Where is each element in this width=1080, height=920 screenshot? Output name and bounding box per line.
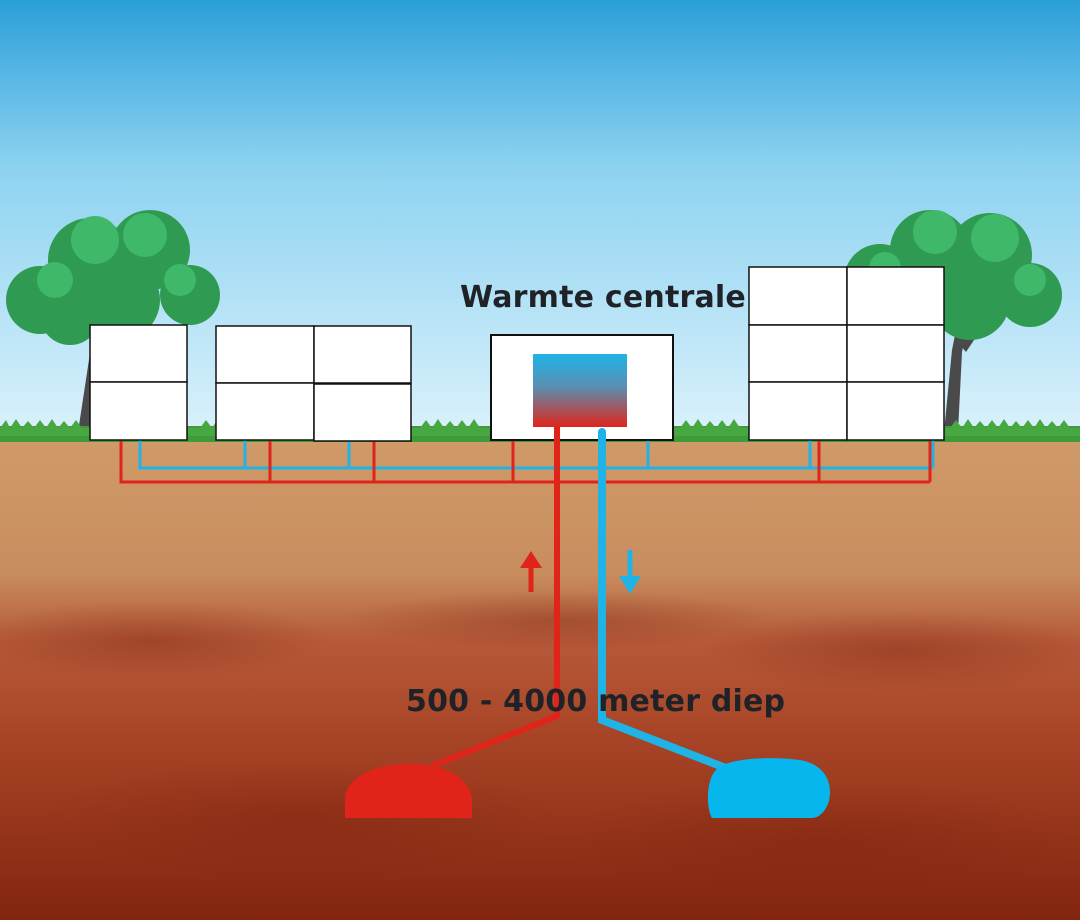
hot-reservoir (345, 763, 472, 818)
heating-plant-label: Warmte centrale (460, 280, 746, 315)
depth-label: 500 - 4000 meter diep (406, 684, 786, 719)
hot-production-well (430, 427, 560, 769)
building-3 (748, 266, 945, 441)
building-1 (89, 324, 188, 441)
arrow-up-icon (520, 551, 542, 592)
cold-reservoir (707, 758, 830, 818)
tree-left (6, 210, 220, 432)
cold-injection-well (598, 428, 740, 776)
arrow-down-icon (619, 550, 641, 594)
heat-exchanger (533, 354, 627, 427)
building-2 (215, 325, 412, 442)
